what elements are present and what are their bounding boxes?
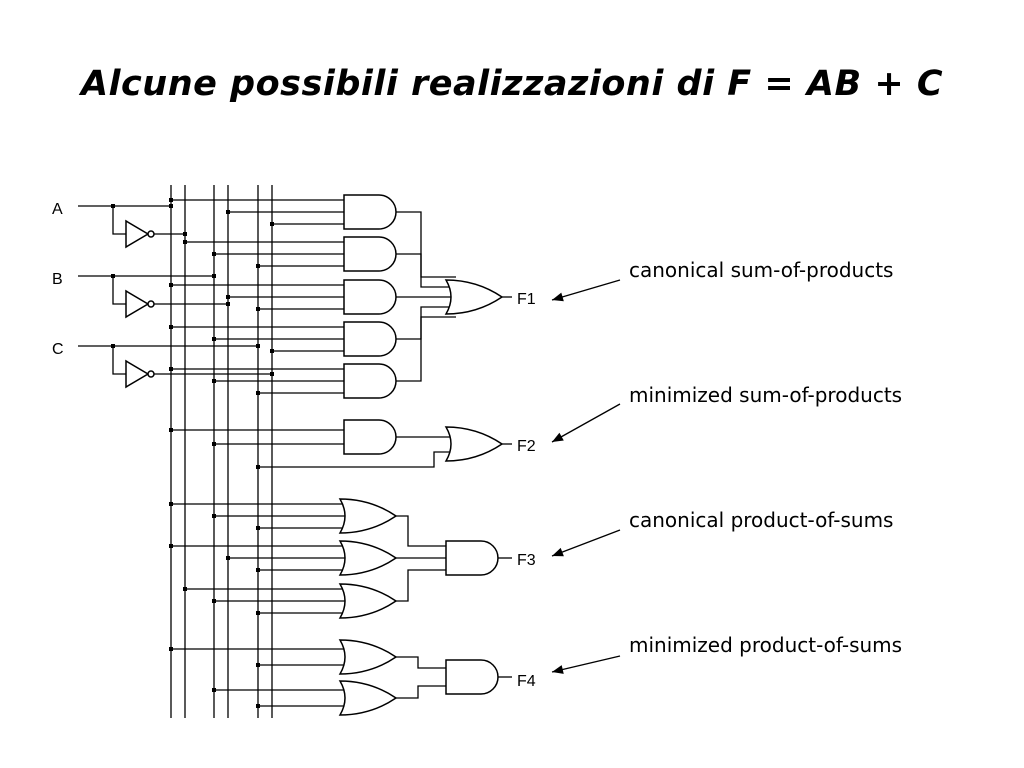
junction-dot xyxy=(169,647,173,651)
input-label-a: A xyxy=(52,201,63,218)
output-label-f2: F2 xyxy=(517,438,536,455)
junction-dot xyxy=(270,222,274,226)
annotation-arrow-head xyxy=(552,432,564,442)
annotation-canonical-sop: canonical sum-of-products xyxy=(629,258,893,282)
inverter-gate xyxy=(125,219,150,249)
inverter-bubble xyxy=(147,370,155,378)
or-gate-f3 xyxy=(338,498,398,534)
junction-dot xyxy=(256,526,260,530)
junction-dot xyxy=(212,514,216,518)
junction-dot xyxy=(226,295,230,299)
junction-dot xyxy=(212,442,216,446)
junction-dot xyxy=(212,252,216,256)
junction-dot xyxy=(212,274,216,278)
inverter-gate xyxy=(125,359,150,389)
junction-dot xyxy=(256,663,260,667)
annotation-arrow-head xyxy=(552,547,564,557)
annotation-arrow-head xyxy=(552,665,564,674)
junction-dot xyxy=(212,379,216,383)
annotation-arrow-line xyxy=(551,655,621,673)
output-label-f3: F3 xyxy=(517,552,536,569)
and-input-wire xyxy=(396,656,446,669)
or-input-wire xyxy=(396,316,456,382)
and-gate-f3 xyxy=(445,540,499,576)
junction-dot xyxy=(226,210,230,214)
junction-dot xyxy=(212,688,216,692)
annotation-arrow-line xyxy=(551,279,621,301)
junction-dot xyxy=(270,372,274,376)
or-gate-f3 xyxy=(338,583,398,619)
inverter-bubble xyxy=(147,230,155,238)
inverter-bubble xyxy=(147,300,155,308)
or-gate-f2 xyxy=(444,426,504,462)
wires xyxy=(78,185,512,718)
inverter-feed xyxy=(112,276,126,305)
junction-dot xyxy=(256,465,260,469)
junction-dot xyxy=(183,587,187,591)
or-gate-f4 xyxy=(338,680,398,716)
and-gate-f1 xyxy=(343,236,397,272)
inverter-feed xyxy=(112,346,126,375)
annotation-minimized-pos: minimized product-of-sums xyxy=(629,633,902,657)
junction-dot xyxy=(256,264,260,268)
or-input-wire xyxy=(396,253,456,288)
junction-dot xyxy=(169,502,173,506)
and-input-wire xyxy=(396,685,446,699)
gates xyxy=(125,194,504,716)
junction-dot xyxy=(212,337,216,341)
annotation-canonical-pos: canonical product-of-sums xyxy=(629,508,893,532)
annotation-minimized-sop: minimized sum-of-products xyxy=(629,383,902,407)
and-gate-f2 xyxy=(343,419,397,455)
junction-dot xyxy=(256,391,260,395)
and-input-wire xyxy=(396,515,446,547)
junction-dot xyxy=(226,556,230,560)
junction-dot xyxy=(111,344,115,348)
slide-title: Alcune possibili realizzazioni di F = AB… xyxy=(80,64,944,104)
junction-dot xyxy=(169,367,173,371)
junction-dot xyxy=(256,307,260,311)
annotation-arrow-line xyxy=(551,529,621,557)
output-label-f4: F4 xyxy=(517,673,536,690)
junction-dot xyxy=(256,344,260,348)
and-input-wire xyxy=(396,569,446,602)
inverter-feed xyxy=(112,206,126,235)
junction-dot xyxy=(212,599,216,603)
and-gate-f1 xyxy=(343,363,397,399)
or-gate-f1 xyxy=(444,279,504,315)
junction-dot xyxy=(183,240,187,244)
and-gate-f1 xyxy=(343,194,397,230)
or-input-wire xyxy=(258,451,456,468)
inverter-gate xyxy=(125,289,150,319)
junction-dot xyxy=(169,325,173,329)
junction-dot xyxy=(256,611,260,615)
input-label-c: C xyxy=(52,341,64,358)
and-gate-f1 xyxy=(343,321,397,357)
junction-dot xyxy=(111,204,115,208)
junction-dot xyxy=(169,428,173,432)
junction-dot xyxy=(256,704,260,708)
and-gate-f1 xyxy=(343,279,397,315)
junction-dot xyxy=(256,568,260,572)
junction-dot xyxy=(169,198,173,202)
junction-dot xyxy=(183,232,187,236)
and-gate-f4 xyxy=(445,659,499,695)
junction-dot xyxy=(111,274,115,278)
annotation-arrow-line xyxy=(551,403,621,443)
or-input-wire xyxy=(396,211,456,278)
junction-dot xyxy=(270,349,274,353)
annotations: canonical sum-of-products minimized sum-o… xyxy=(551,258,902,674)
junction-dots xyxy=(111,198,274,708)
annotation-arrow-head xyxy=(552,292,564,302)
junction-dot xyxy=(169,544,173,548)
or-gate-f4 xyxy=(338,639,398,675)
junction-dot xyxy=(169,204,173,208)
junction-dot xyxy=(226,302,230,306)
output-label-f1: F1 xyxy=(517,291,536,308)
or-gate-f3 xyxy=(338,540,398,576)
input-label-b: B xyxy=(52,271,63,288)
junction-dot xyxy=(169,283,173,287)
